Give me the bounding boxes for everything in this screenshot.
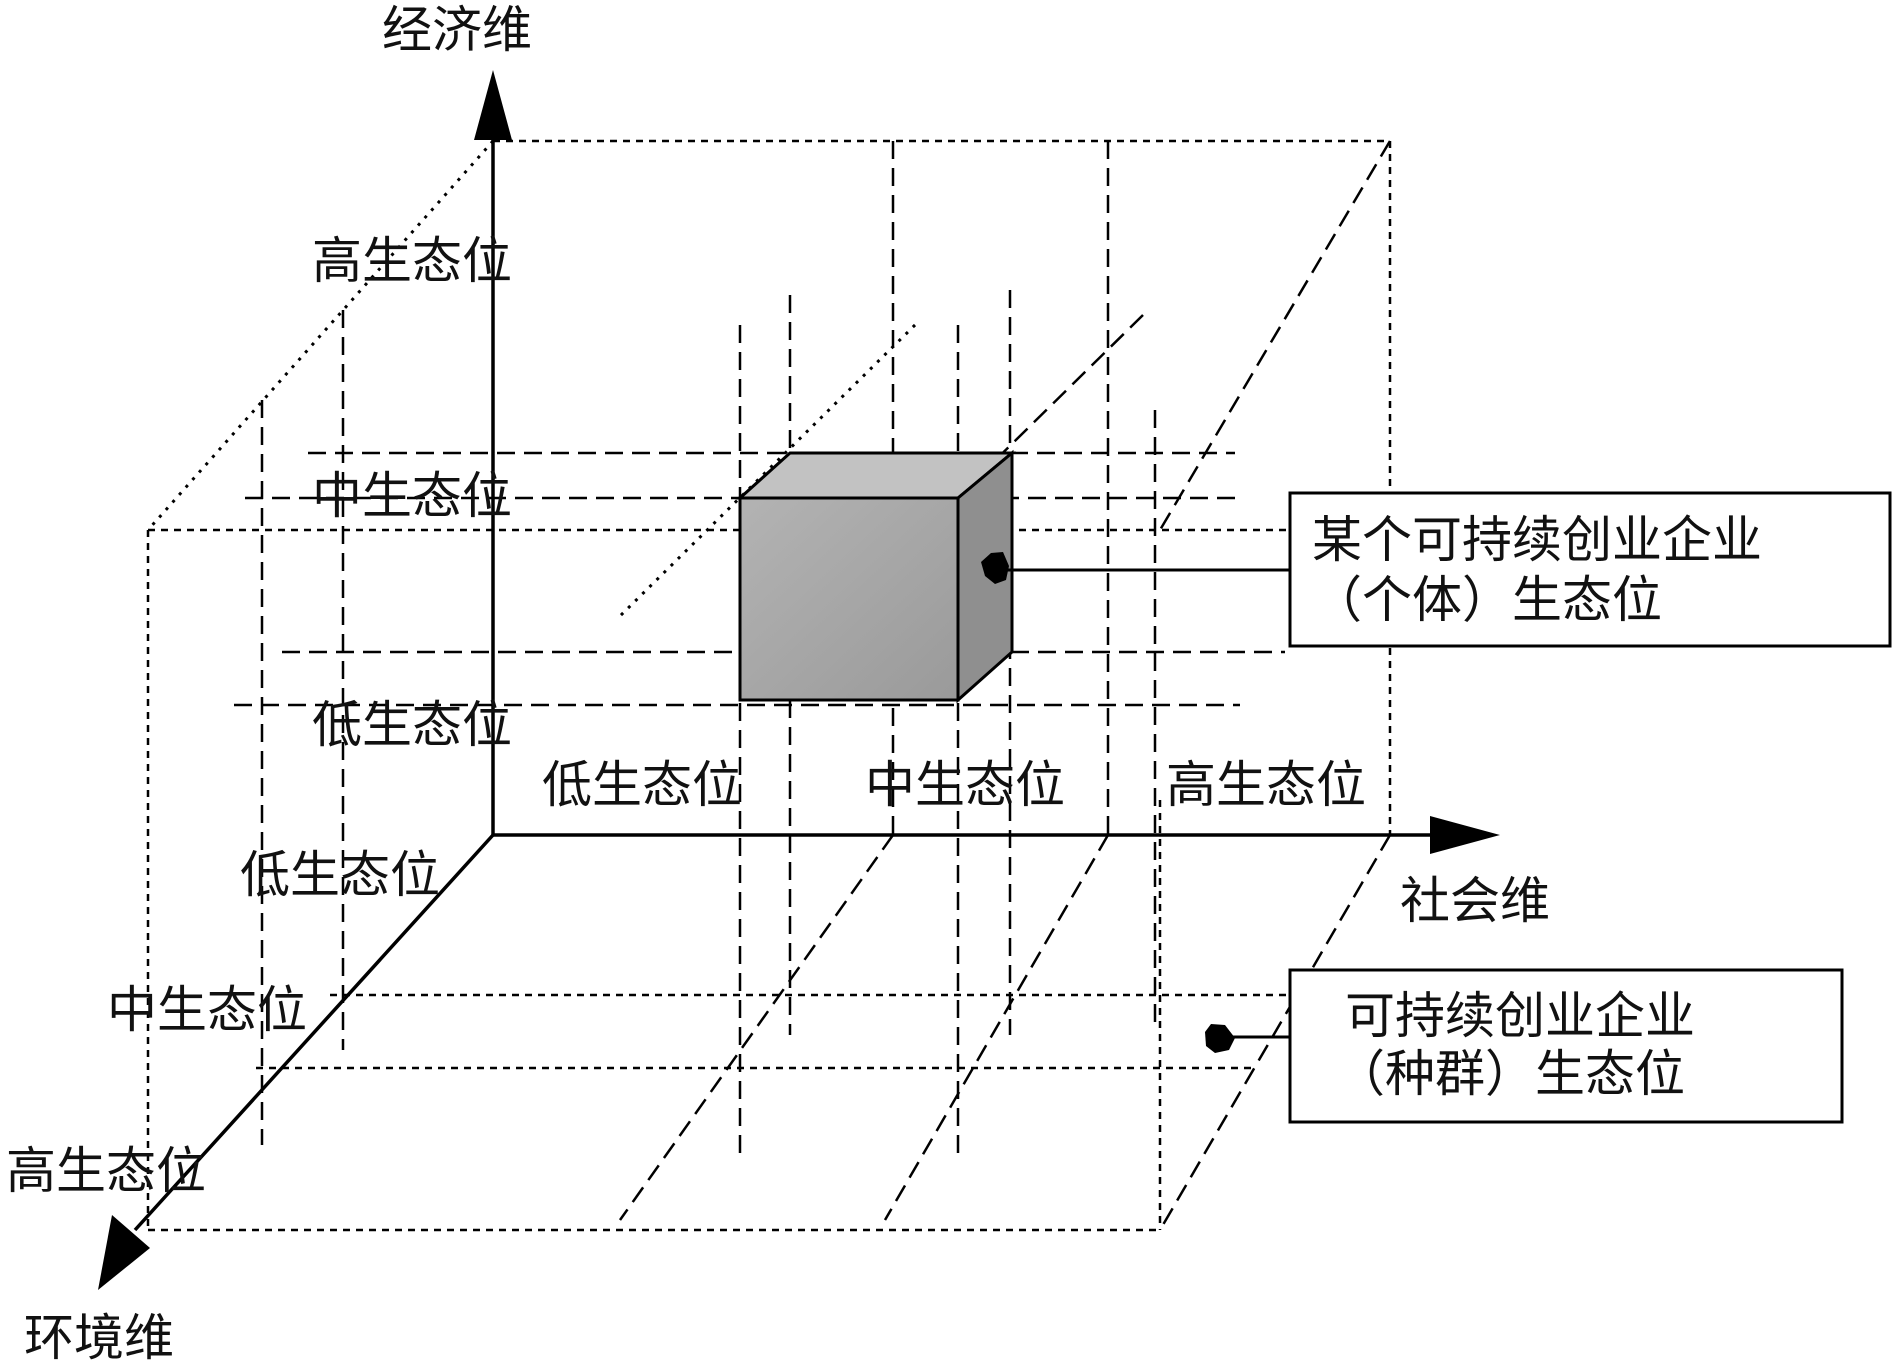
social-level-high: 高生态位 bbox=[1166, 756, 1366, 814]
callout-individual-line1: 某个可持续创业企业 bbox=[1312, 511, 1762, 569]
individual-marker bbox=[981, 552, 1009, 584]
economic-level-mid: 中生态位 bbox=[312, 467, 512, 525]
population-marker bbox=[1205, 1024, 1235, 1053]
environment-level-mid: 中生态位 bbox=[107, 981, 307, 1039]
environment-level-high: 高生态位 bbox=[6, 1142, 206, 1200]
callout-population-frame bbox=[1288, 968, 1844, 1124]
callout-individual: 某个可持续创业企业 （个体）生态位 bbox=[1288, 491, 1892, 648]
social-level-mid: 中生态位 bbox=[865, 756, 1065, 814]
social-level-labels: 低生态位 中生态位 高生态位 bbox=[542, 756, 1366, 814]
callout-individual-frame bbox=[1288, 491, 1892, 648]
callout-population-line2: （种群）生态位 bbox=[1335, 1045, 1685, 1103]
individual-niche-cube bbox=[736, 449, 1017, 704]
axes bbox=[98, 70, 1500, 1290]
environment-level-low: 低生态位 bbox=[240, 846, 440, 904]
outer-box bbox=[146, 139, 1392, 1232]
economic-level-labels: 高生态位 中生态位 低生态位 bbox=[312, 232, 512, 754]
environment-axis-arrowhead bbox=[98, 1215, 150, 1290]
social-axis-title: 社会维 bbox=[1400, 872, 1550, 930]
social-axis-arrowhead bbox=[1430, 816, 1500, 854]
callout-population: 可持续创业企业 （种群）生态位 bbox=[1288, 968, 1844, 1124]
environment-axis-title: 环境维 bbox=[24, 1309, 174, 1361]
axis-titles: 经济维 社会维 环境维 bbox=[24, 1, 1550, 1361]
economic-level-low: 低生态位 bbox=[312, 696, 512, 754]
social-level-low: 低生态位 bbox=[542, 756, 742, 814]
callout-individual-line2: （个体）生态位 bbox=[1312, 571, 1662, 629]
economic-axis-title: 经济维 bbox=[382, 1, 532, 59]
grid-lines bbox=[234, 141, 1290, 1221]
callout-population-line1: 可持续创业企业 bbox=[1345, 987, 1695, 1045]
environment-level-labels: 低生态位 中生态位 高生态位 bbox=[6, 846, 440, 1200]
callout-connectors bbox=[981, 552, 1290, 1053]
economic-level-high: 高生态位 bbox=[312, 232, 512, 290]
economic-axis-arrowhead bbox=[474, 70, 512, 140]
